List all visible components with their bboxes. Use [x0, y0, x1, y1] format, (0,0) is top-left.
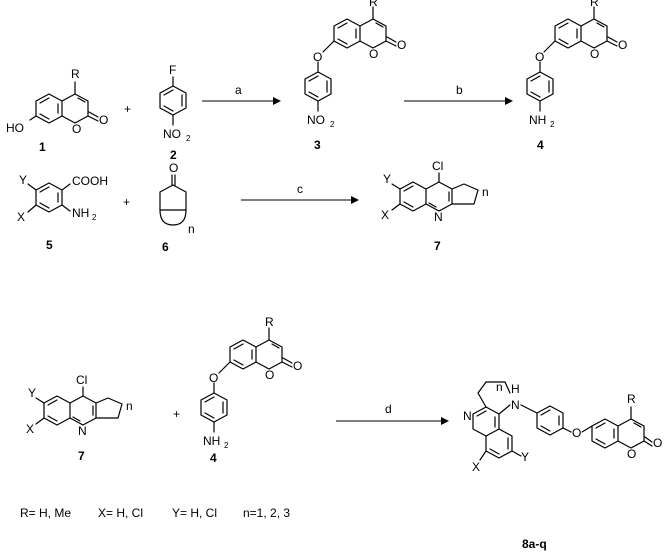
atom-r: R [71, 67, 80, 81]
compound-number-8: 8a-q [522, 537, 547, 551]
atom-r: R [265, 315, 274, 329]
condition-b: b [456, 83, 463, 97]
atom-x: X [381, 208, 389, 222]
ring-size-n: n [482, 185, 489, 199]
atom-x: X [17, 210, 25, 224]
atom-o: O [209, 371, 218, 385]
atom-no: NO [307, 113, 325, 127]
atom-x: X [26, 422, 34, 436]
plus-sign: + [173, 407, 180, 421]
atom-n: N [434, 210, 443, 224]
compound-number-6: 6 [162, 240, 169, 254]
legend-r: R= H, Me [20, 506, 71, 520]
reaction-arrow-b [404, 97, 513, 105]
condition-d: d [385, 402, 392, 416]
atom-nh: NH [529, 113, 546, 127]
atom-o: O [535, 50, 544, 64]
atom-nh: NH [203, 434, 220, 448]
atom-y: Y [521, 450, 529, 464]
ring-size-n: n [188, 222, 195, 236]
compound-1-structure [29, 81, 99, 124]
atom-o: O [313, 50, 322, 64]
atom-r: R [590, 0, 599, 9]
plus-sign: + [123, 195, 130, 209]
atom-o: O [169, 161, 178, 175]
compound-7-structure [391, 172, 479, 212]
legend-y: Y= H, Cl [172, 506, 217, 520]
compound-7-reactant-structure [35, 386, 123, 426]
legend-x: X= H, Cl [98, 506, 143, 520]
compound-number-1: 1 [39, 140, 46, 154]
plus-sign: + [124, 102, 131, 116]
atom-y: Y [28, 386, 36, 400]
subscript-2: 2 [330, 120, 335, 129]
compound-4-reactant-structure [200, 327, 293, 433]
compound-5-structure [27, 182, 71, 213]
atom-cl: Cl [76, 373, 87, 387]
compound-number-3: 3 [314, 138, 321, 152]
atom-nh: NH [72, 206, 89, 220]
compound-6-structure [159, 174, 187, 226]
ring-size-n: n [496, 380, 503, 394]
atom-n: N [463, 409, 472, 423]
atom-o: O [72, 122, 81, 136]
reaction-arrow-c [241, 196, 359, 204]
atom-o: O [653, 436, 662, 450]
atom-o: O [572, 426, 581, 440]
atom-y: Y [383, 172, 391, 186]
atom-o: O [397, 38, 406, 52]
atom-r: R [627, 392, 636, 406]
compound-number-7-reactant: 7 [78, 449, 85, 463]
atom-o: O [99, 113, 108, 127]
atom-o: O [618, 38, 627, 52]
atom-o: O [265, 368, 274, 382]
compound-number-5: 5 [46, 238, 53, 252]
compound-number-7: 7 [434, 239, 441, 253]
atom-o: O [369, 47, 378, 61]
condition-c: c [297, 182, 303, 196]
atom-x: X [472, 460, 480, 474]
reaction-arrow-a [202, 97, 281, 105]
atom-n: N [511, 398, 520, 412]
legend-n: n=1, 2, 3 [243, 506, 290, 520]
atom-n: N [78, 424, 87, 438]
compound-2-structure [159, 76, 187, 126]
atom-o: O [293, 359, 302, 373]
subscript-2: 2 [550, 120, 555, 129]
subscript-2: 2 [186, 134, 191, 143]
atom-cl: Cl [432, 159, 443, 173]
atom-f: F [169, 63, 176, 77]
atom-h: H [511, 382, 520, 396]
subscript-2: 2 [224, 441, 229, 450]
product-8-structure [472, 381, 653, 461]
atom-o: O [590, 47, 599, 61]
compound-number-2: 2 [170, 148, 177, 162]
atom-r: R [369, 0, 378, 9]
atom-ho: HO [6, 121, 24, 135]
subscript-2: 2 [92, 213, 97, 222]
compound-number-4-reactant: 4 [210, 451, 217, 465]
condition-a: a [235, 83, 242, 97]
atom-no: NO [163, 127, 181, 141]
compound-4-structure [526, 6, 618, 112]
compound-3-structure [304, 6, 397, 112]
compound-number-4: 4 [537, 138, 544, 152]
atom-cooh: COOH [72, 174, 108, 188]
reaction-arrow-d [336, 417, 449, 425]
ring-size-n: n [126, 399, 133, 413]
atom-y: Y [19, 173, 27, 187]
atom-o: O [627, 447, 636, 461]
